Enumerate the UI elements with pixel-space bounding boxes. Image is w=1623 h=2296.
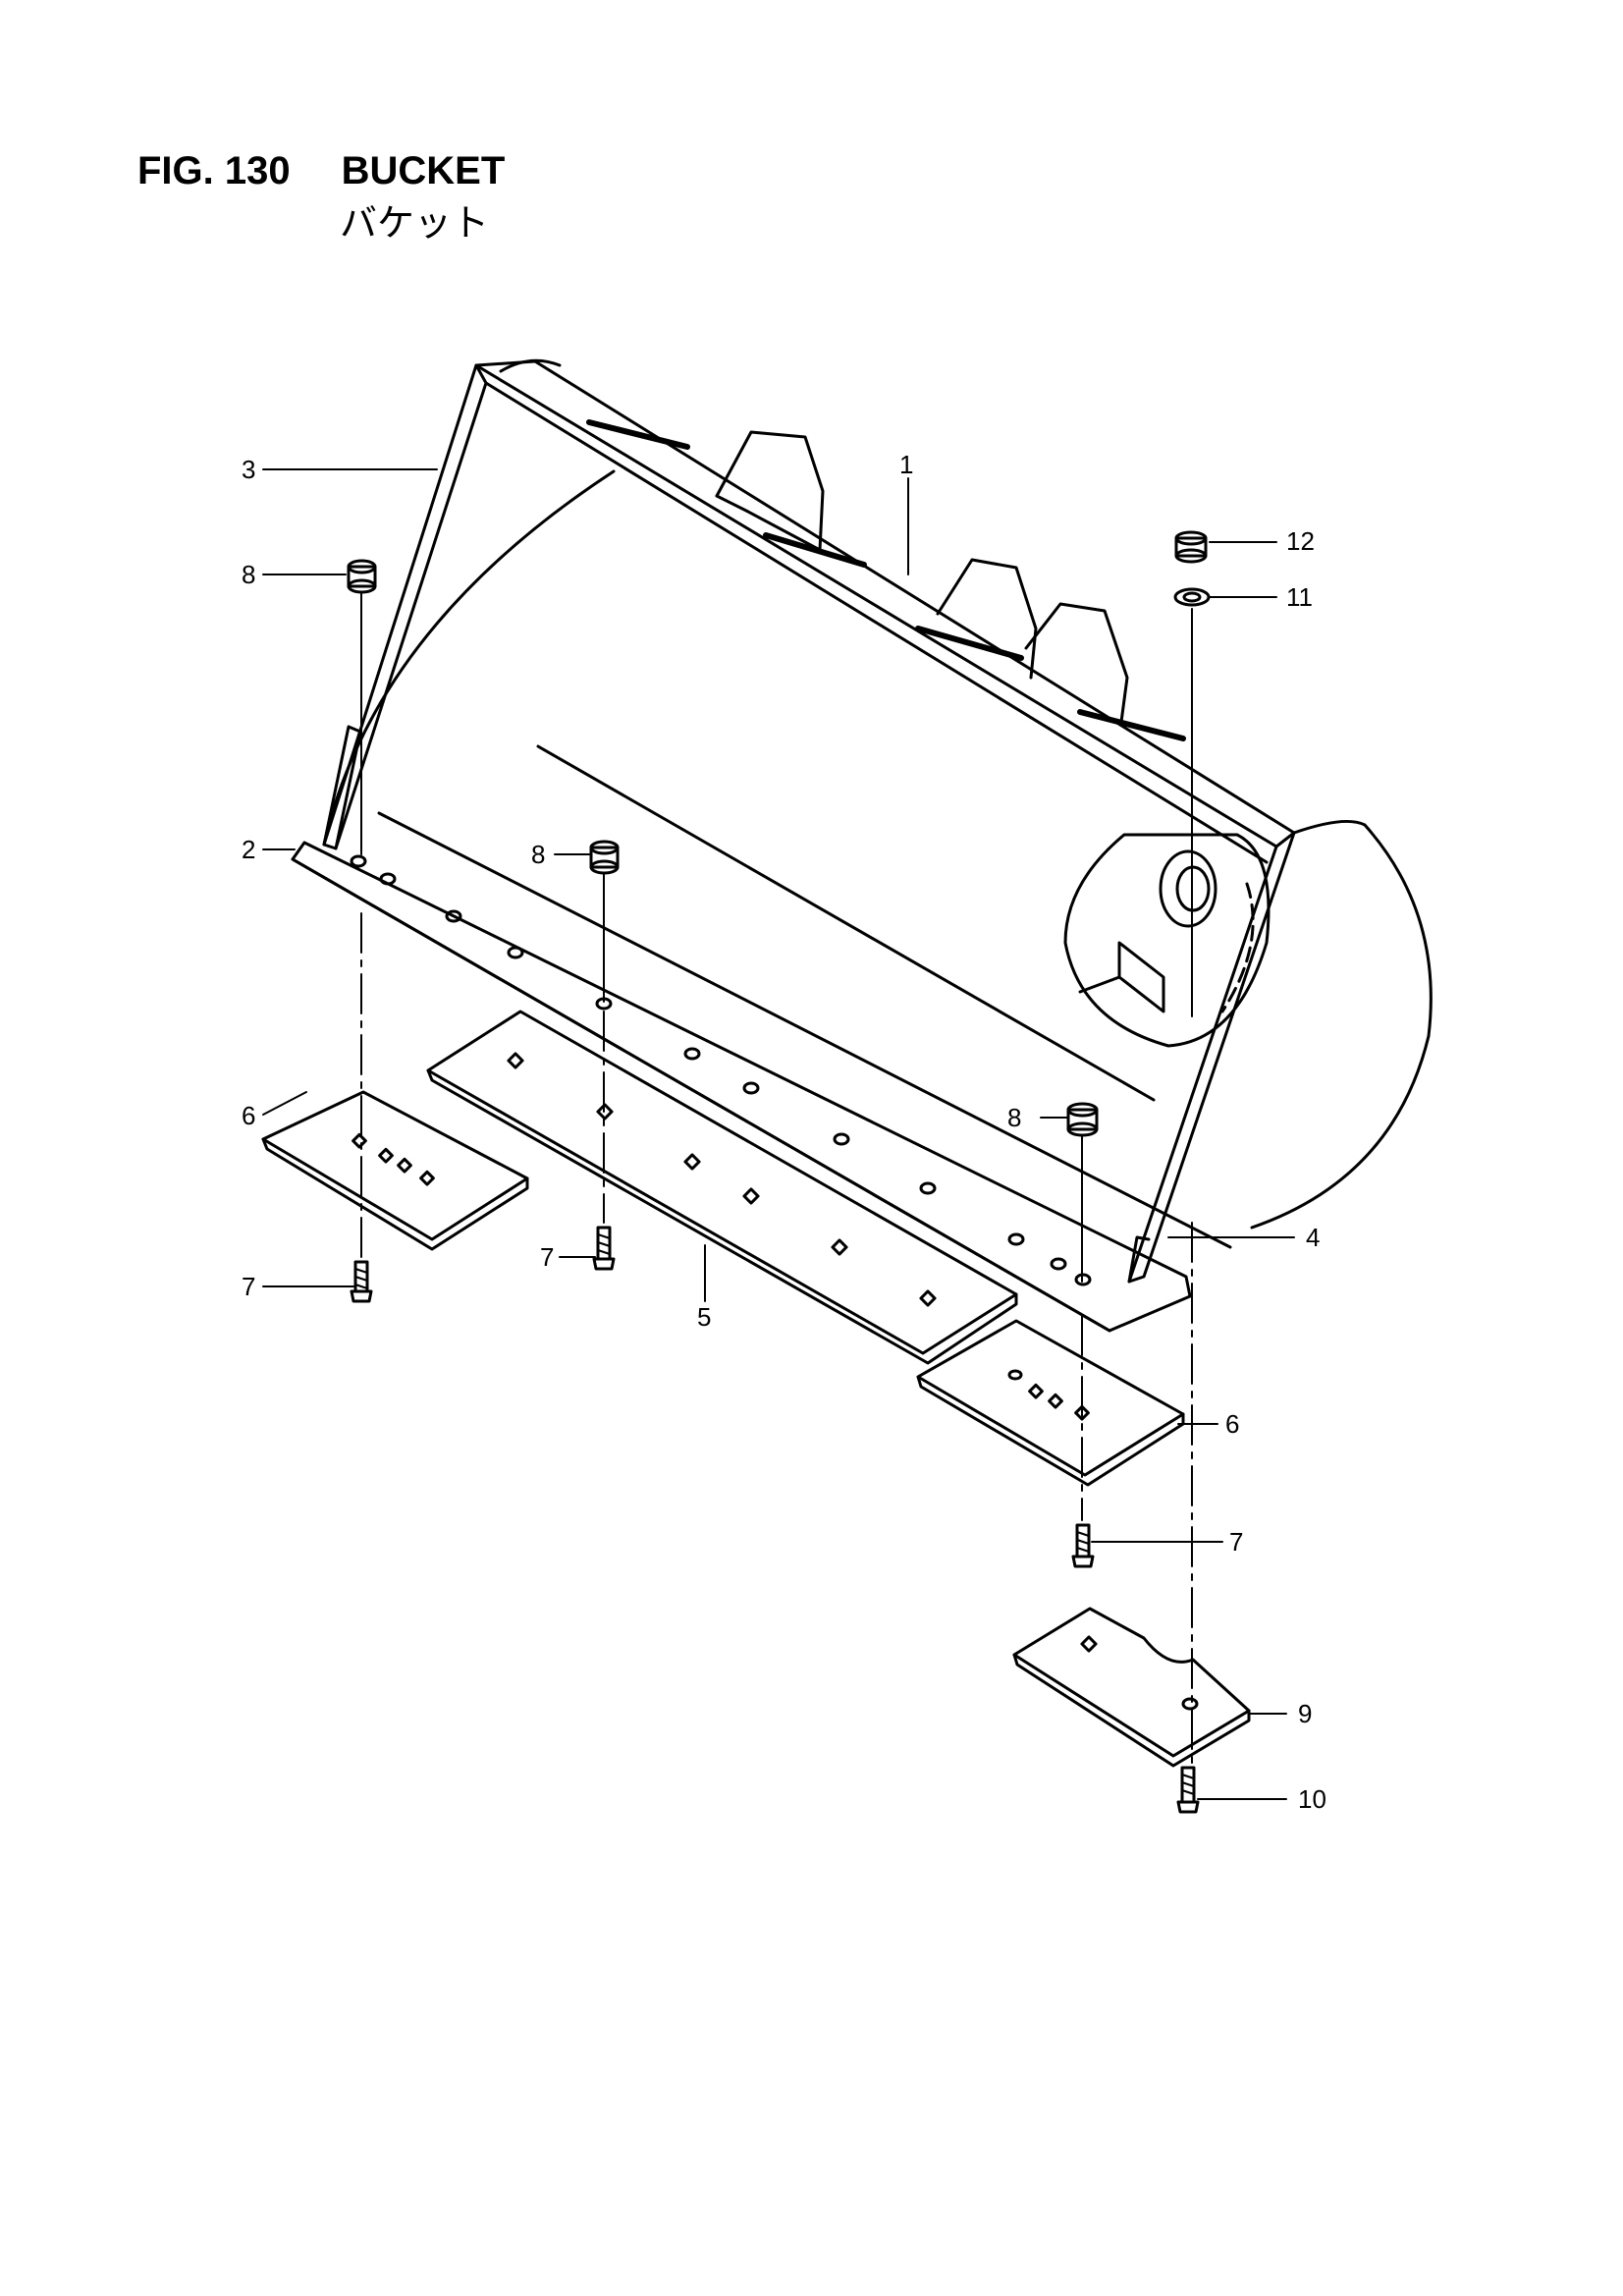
callout-10: 10 xyxy=(1298,1784,1326,1814)
center-lines xyxy=(360,592,1193,1764)
bolt-7b xyxy=(592,1226,616,1271)
callout-11: 11 xyxy=(1286,582,1313,612)
nut-12 xyxy=(1174,530,1208,564)
corner-tip xyxy=(1012,1607,1251,1768)
figure-heading: FIG. 130 BUCKET xyxy=(137,149,505,193)
nut-8c xyxy=(1066,1102,1099,1137)
nut-8a xyxy=(347,559,377,594)
leader-lines xyxy=(262,468,1295,1800)
callout-5: 5 xyxy=(697,1302,711,1332)
nuts xyxy=(347,530,1211,1137)
cutting-edge-holes xyxy=(350,854,1092,1286)
callout-8c: 8 xyxy=(1007,1103,1021,1132)
callout-7c: 7 xyxy=(1229,1527,1243,1557)
washer-11 xyxy=(1173,587,1211,607)
right-side-cutter xyxy=(916,1319,1185,1487)
middle-cutting-edge xyxy=(426,1010,1018,1365)
callout-7a: 7 xyxy=(540,1242,554,1272)
figure-number: FIG. 130 xyxy=(137,149,291,192)
bolt-7c xyxy=(1071,1523,1095,1568)
bolt-7a xyxy=(350,1260,373,1303)
bolt-10 xyxy=(1176,1766,1200,1814)
callout-8b: 8 xyxy=(531,840,545,869)
callout-7b: 7 xyxy=(242,1272,255,1301)
bucket-body xyxy=(291,358,1433,1333)
callout-3: 3 xyxy=(242,455,255,484)
callout-12: 12 xyxy=(1286,526,1315,556)
figure-title: BUCKET xyxy=(341,149,506,192)
callout-6b: 6 xyxy=(1225,1409,1239,1439)
callout-4: 4 xyxy=(1306,1223,1320,1252)
callout-1: 1 xyxy=(899,450,913,479)
callout-2: 2 xyxy=(242,835,255,864)
nut-8b xyxy=(589,840,620,875)
callout-9: 9 xyxy=(1298,1699,1312,1728)
callout-8a: 8 xyxy=(242,560,255,589)
callout-labels: 3 1 12 8 11 2 8 8 6 4 7 5 7 6 7 9 10 xyxy=(242,450,1326,1814)
figure-subtitle: バケット xyxy=(340,203,490,245)
callout-6a: 6 xyxy=(242,1101,255,1130)
bolts xyxy=(350,1226,1200,1814)
left-side-cutter xyxy=(261,1090,529,1251)
